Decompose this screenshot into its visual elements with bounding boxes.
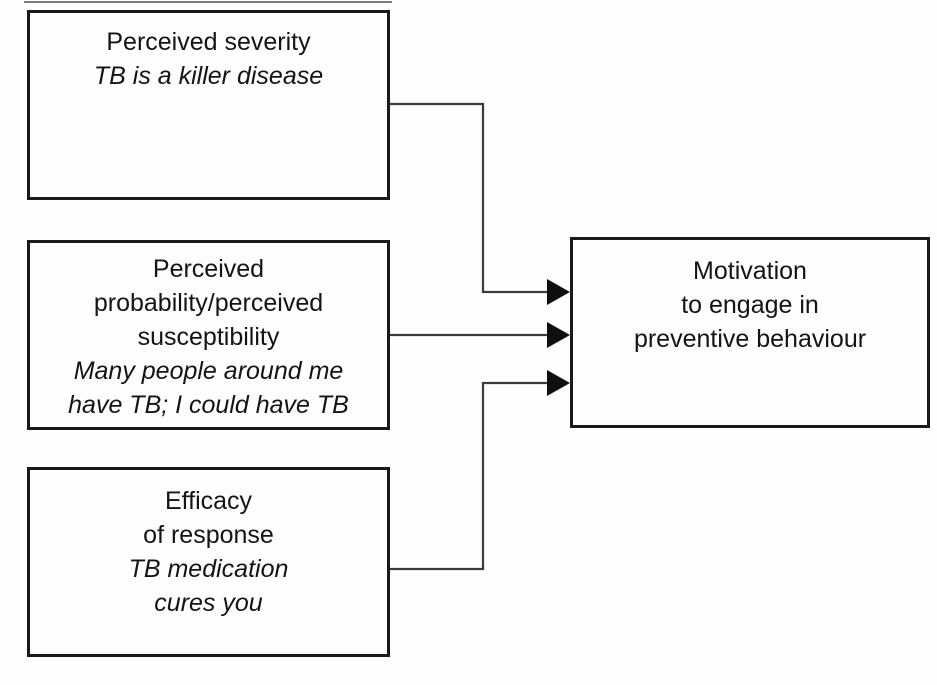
node-title-line: probability/perceived (93, 289, 324, 317)
arrowhead-efficacy-icon (547, 370, 570, 396)
node-motivation: Motivation to engage in preventive behav… (570, 237, 930, 428)
node-title-line: susceptibility (137, 323, 280, 351)
node-example-line: cures you (154, 589, 263, 617)
node-title-line: of response (143, 521, 274, 549)
node-perceived-severity: Perceived severity TB is a killer diseas… (27, 10, 390, 200)
node-example-line: have TB; I could have TB (68, 391, 349, 419)
node-title-line: Motivation (693, 257, 807, 285)
node-efficacy-of-response: Efficacy of response TB medication cures… (27, 467, 390, 657)
node-perceived-probability-susceptibility: Perceived probability/perceived suscepti… (27, 240, 390, 430)
node-example-line: Many people around me (73, 357, 344, 385)
node-example-line: TB medication (128, 555, 289, 583)
node-title-line: to engage in (681, 291, 819, 319)
node-title-line: preventive behaviour (633, 325, 867, 353)
connector-efficacy-to-motivation (390, 381, 547, 571)
node-title-line: Perceived severity (106, 28, 311, 56)
node-title-line: Efficacy (164, 487, 253, 515)
connector-severity-to-motivation (390, 102, 547, 294)
arrowhead-severity-icon (547, 279, 570, 305)
node-example-line: TB is a killer disease (93, 62, 324, 90)
node-title-line: Perceived (152, 255, 265, 283)
arrowhead-susceptibility-icon (547, 322, 570, 348)
top-edge-line (24, 1, 392, 3)
